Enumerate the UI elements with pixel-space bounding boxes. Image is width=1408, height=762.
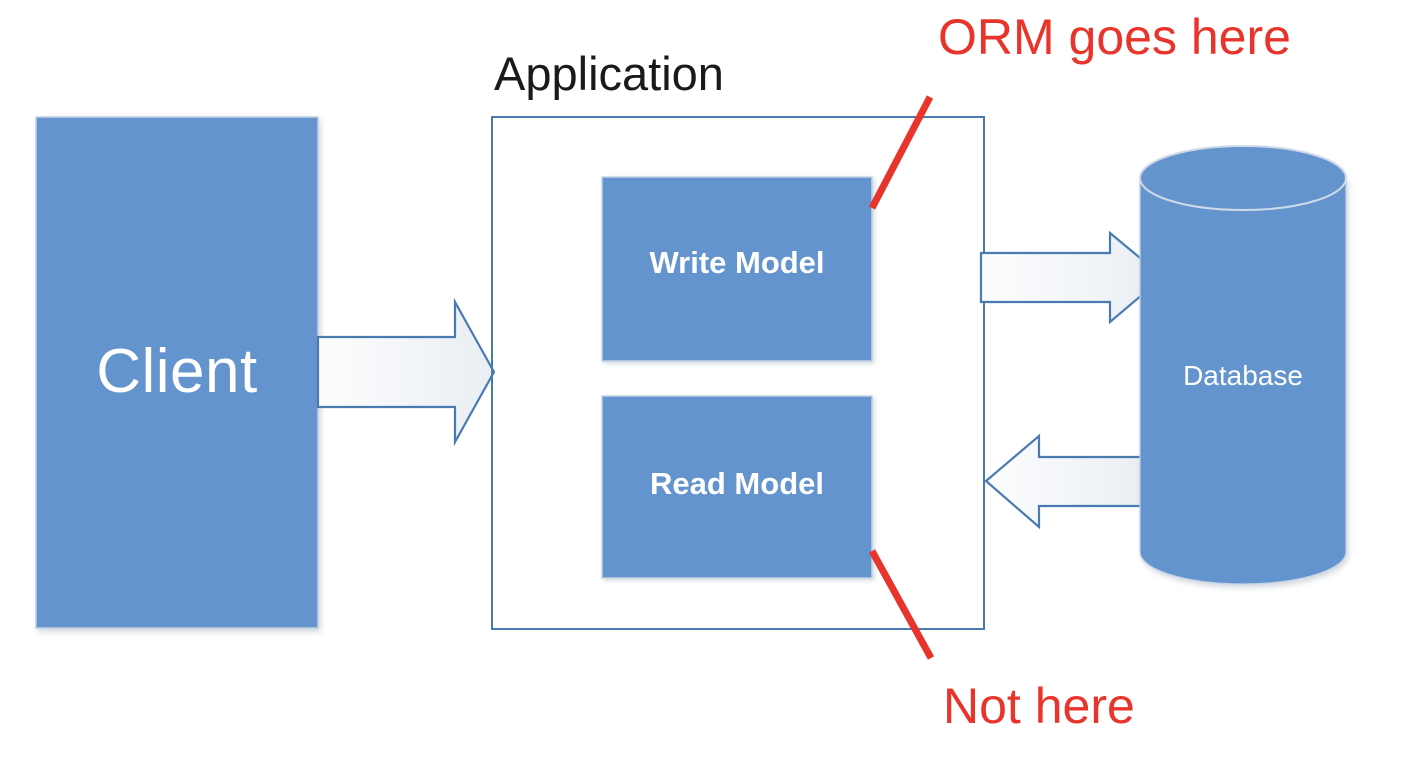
orm-goes-here-annotation: ORM goes here — [938, 9, 1291, 65]
application-to-database-arrow — [979, 230, 1165, 325]
write-model-label: Write Model — [649, 245, 825, 280]
database-cylinder — [1139, 177, 1347, 585]
not-here-annotation: Not here — [943, 678, 1135, 734]
not-here-leader-line — [868, 549, 935, 660]
database-cylinder-top — [1139, 145, 1347, 211]
database-to-application-arrow — [984, 433, 1150, 530]
client-box — [35, 116, 319, 629]
write-model-box — [601, 176, 873, 362]
application-label: Application — [494, 47, 724, 100]
read-model-label: Read Model — [650, 466, 824, 501]
read-model-box — [601, 395, 873, 579]
client-label: Client — [96, 337, 258, 406]
client-to-application-arrow — [316, 297, 496, 447]
database-label: Database — [1183, 360, 1303, 391]
application-container — [491, 116, 985, 630]
orm-leader-line — [868, 95, 934, 210]
